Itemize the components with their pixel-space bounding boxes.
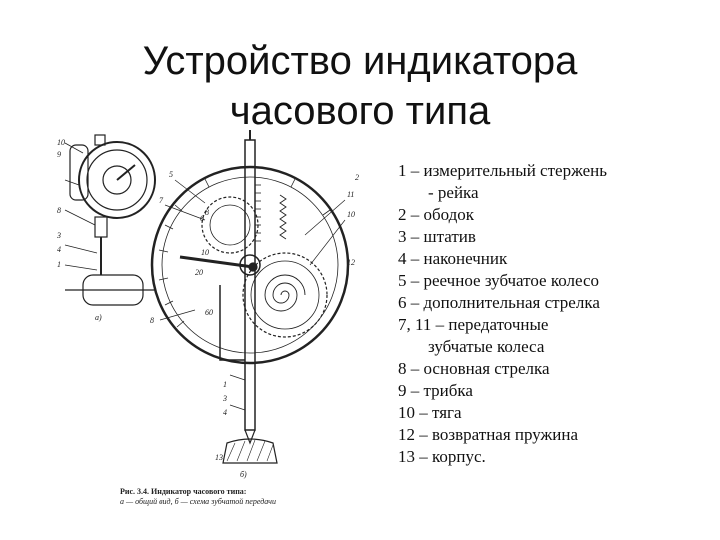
caption-line-1: Рис. 3.4. Индикатор часового типа: xyxy=(120,487,247,496)
slide-title: Устройство индикатора часового типа xyxy=(0,36,720,136)
gear-7 xyxy=(201,196,259,254)
rack-teeth xyxy=(255,184,261,242)
small-dial-rim xyxy=(78,141,156,219)
title-line-2: часового типа xyxy=(229,89,491,133)
legend-item: 1 – измерительный стержень xyxy=(398,161,607,180)
fig-label: 8 xyxy=(150,316,154,325)
fig-label: 13 xyxy=(215,453,223,462)
figure-caption: Рис. 3.4. Индикатор часового типа: а — о… xyxy=(120,487,360,507)
general-view xyxy=(64,134,156,306)
small-dial-inner xyxy=(102,165,132,195)
legend-item: 5 – реечное зубчатое колесо xyxy=(398,271,599,290)
stand-bracket xyxy=(219,285,245,361)
indicator-schematic: 10 9 5 7 6 8 11 10 12 2 1 3 4 13 8 3 4 1… xyxy=(56,130,359,479)
workpiece-hatch xyxy=(226,439,274,462)
indicator-diagram: 10 9 5 7 6 8 11 10 12 2 1 3 4 13 8 3 4 1… xyxy=(55,125,390,500)
pull-spring xyxy=(279,194,287,240)
fig-label: 5 xyxy=(169,170,173,179)
legend-item: 12 – возвратная пружина xyxy=(398,425,579,444)
main-dial-inner-ring xyxy=(161,176,339,354)
fig-label: 3 xyxy=(56,231,61,240)
fig-label: 11 xyxy=(347,190,354,199)
gear-scheme xyxy=(150,130,350,464)
main-pointer xyxy=(179,255,254,269)
small-dial-needle xyxy=(116,164,136,181)
fig-label: 10 xyxy=(201,248,209,257)
fig-label: 4 xyxy=(223,408,227,417)
fig-label: 1 xyxy=(223,380,227,389)
tip xyxy=(244,429,256,445)
fig-label: 4 xyxy=(57,245,61,254)
fig-label: 10 xyxy=(347,210,355,219)
legend-item: 13 – корпус. xyxy=(398,447,486,466)
legend-item: 3 – штатив xyxy=(398,227,476,246)
legend-item-continuation: - рейка xyxy=(428,183,479,202)
workpiece xyxy=(222,438,278,464)
fig-label: 2 xyxy=(355,173,359,182)
fig-label: 60 xyxy=(205,308,213,317)
legend-item-continuation: зубчатые колеса xyxy=(428,337,545,356)
caption-line-2: а — общий вид, б — схема зубчатой переда… xyxy=(120,497,276,506)
main-dial-rim xyxy=(150,165,350,365)
legend-item: 8 – основная стрелка xyxy=(398,359,550,378)
legend-item: 9 – трибка xyxy=(398,381,473,400)
fig-label: 8 xyxy=(57,206,61,215)
small-dial-face xyxy=(86,149,148,211)
parts-legend: 1 – измерительный стержень - рейка 2 – обо… xyxy=(398,160,708,468)
fig-label: б) xyxy=(240,470,247,479)
fig-label: 10 xyxy=(57,138,65,147)
small-top-cap xyxy=(94,134,106,146)
return-spring xyxy=(264,274,306,312)
legend-item: 6 – дополнительная стрелка xyxy=(398,293,600,312)
fig-label: 6 xyxy=(200,214,204,223)
fig-label: 1 xyxy=(57,260,61,269)
title-line-1: Устройство индикатора xyxy=(142,39,578,83)
fig-label: а) xyxy=(95,313,102,322)
fig-label: 3 xyxy=(222,394,227,403)
fig-label: 9 xyxy=(57,150,61,159)
fig-label: 7 xyxy=(159,196,164,205)
legend-item: 4 – наконечник xyxy=(398,249,508,268)
dial-scale xyxy=(158,178,331,328)
measuring-rod xyxy=(244,139,256,431)
gear-11 xyxy=(242,252,328,338)
legend-item: 10 – тяга xyxy=(398,403,462,422)
small-sleeve xyxy=(94,216,108,238)
fig-label: 20 xyxy=(195,268,203,277)
fig-label: 8 xyxy=(205,208,209,217)
fig-label: 12 xyxy=(347,258,355,267)
legend-item: 2 – ободок xyxy=(398,205,475,224)
legend-item: 7, 11 – передаточные xyxy=(398,315,549,334)
